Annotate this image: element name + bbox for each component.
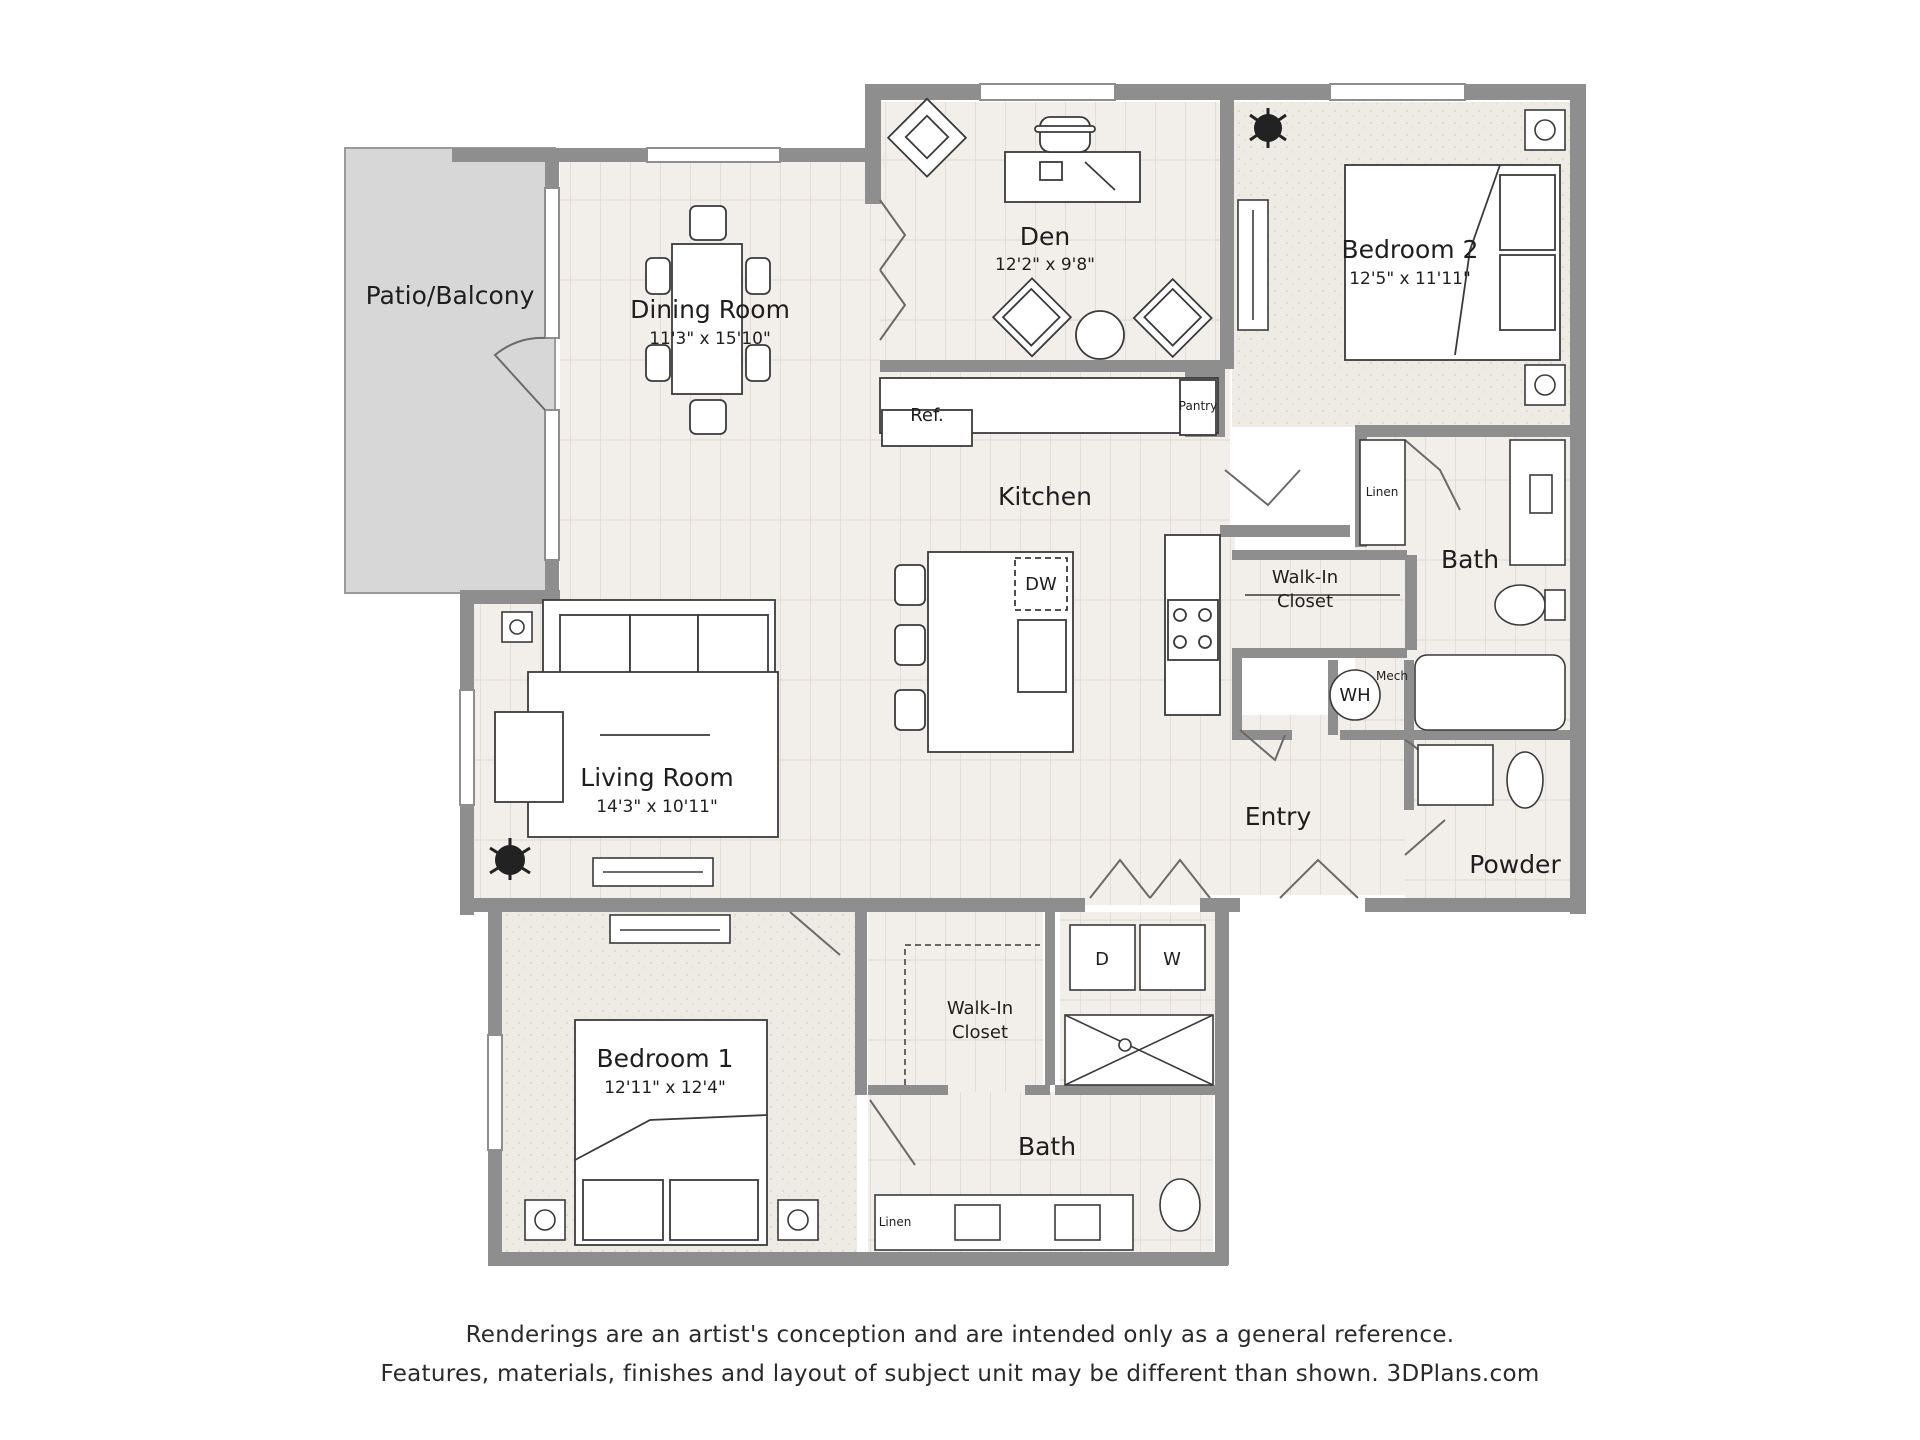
room-label-dining: Dining Room [630,295,790,324]
label-dryer: D [1095,949,1109,970]
sink-icon [1054,1204,1101,1241]
stool-icon [894,564,926,606]
pantry-icon [1179,379,1217,436]
disclaimer-line-2: Features, materials, finishes and layout… [380,1361,1540,1387]
sink-icon [954,1204,1001,1241]
room-label-walkin-top: Walk-In [1272,567,1338,588]
refrigerator-icon [881,409,973,447]
room-labels: Patio/Balcony Dining Room 11'3" x 15'10"… [366,222,1562,1161]
fixture-labels: Ref. Pantry DW WH Mech Linen Linen D W [879,399,1408,1229]
label-pantry: Pantry [1179,399,1217,413]
dryer-icon [1069,924,1136,991]
patio-area [344,147,556,594]
nightstand-icon [1524,109,1566,406]
label-wh: WH [1339,685,1370,706]
kitchen-cabinets [879,377,1221,753]
stool-icon [894,624,926,666]
plant-stand-icon [886,97,968,178]
room-label-patio: Patio/Balcony [366,281,535,310]
plant-icon [1249,108,1287,148]
room-label-entry: Entry [1245,802,1312,831]
room-label-living: Living Room [580,763,733,792]
label-washer: W [1163,949,1181,970]
windows [459,83,1466,1151]
room-label-bedroom1: Bedroom 1 [597,1044,734,1073]
tub-icon [1414,654,1566,731]
walls [452,84,1586,1266]
sink-icon [1529,474,1553,514]
dishwasher-icon [1014,557,1068,611]
nightstand-icon [524,1199,819,1241]
desk-icon [1004,151,1141,203]
room-label-powder: Powder [1469,850,1561,879]
bed-icon [1344,164,1561,361]
sink-icon [1017,619,1067,693]
room-dim-living: 14'3" x 10'11" [596,797,718,817]
armchair-icon [1132,277,1213,359]
room-dim-bedroom2: 12'5" x 11'11" [1349,269,1471,289]
bed-icon [574,1019,768,1246]
tv-icon [592,857,714,887]
tv-icon [1237,199,1269,331]
room-label-bath-top: Bath [1441,545,1499,574]
room-label-kitchen: Kitchen [998,482,1092,511]
toilet-icon [1506,751,1544,809]
dining-table-icon [645,205,771,435]
armchair-icon [494,711,564,803]
label-dw: DW [1025,574,1057,595]
closet-shelves [904,594,1400,1085]
water-heater-icon [1329,669,1381,721]
room-label-walkin-bottom-2: Closet [952,1022,1008,1043]
room-label-walkin-bottom: Walk-In [947,998,1013,1019]
room-label-bath-bottom: Bath [1018,1132,1076,1161]
tv-icon [609,914,731,944]
side-table-icon [1075,310,1125,360]
room-dim-dining: 11'3" x 15'10" [649,329,771,349]
sofa-icon [494,599,779,838]
range-icon [1167,599,1219,661]
room-label-bedroom2: Bedroom 2 [1342,235,1479,264]
room-label-den: Den [1020,222,1070,251]
toilet-icon [1159,1178,1201,1232]
linen-closet-icon [1359,439,1406,546]
armchair-icon [991,277,1073,358]
disclaimer-line-1: Renderings are an artist's conception an… [465,1322,1455,1348]
sink-icon [1417,744,1494,806]
room-label-walkin-top-2: Closet [1277,591,1333,612]
den-furniture [886,97,1213,360]
label-mech: Mech [1376,669,1408,683]
toilet-icon [1494,584,1546,626]
room-dim-bedroom1: 12'11" x 12'4" [604,1078,726,1098]
label-ref: Ref. [910,405,944,426]
chair-icon [1034,116,1096,153]
lamp-icon [501,611,533,643]
label-linen-top: Linen [1366,485,1399,499]
plant-icon [489,838,531,880]
stool-icon [894,689,926,731]
bath-top-fixtures [1329,439,1566,731]
powder-fixtures [1417,744,1544,809]
bath-bottom-fixtures [874,1014,1214,1251]
washer-icon [1139,924,1206,991]
room-dim-den: 12'2" x 9'8" [995,255,1095,275]
label-linen-bottom: Linen [879,1215,912,1229]
laundry [1069,924,1206,991]
